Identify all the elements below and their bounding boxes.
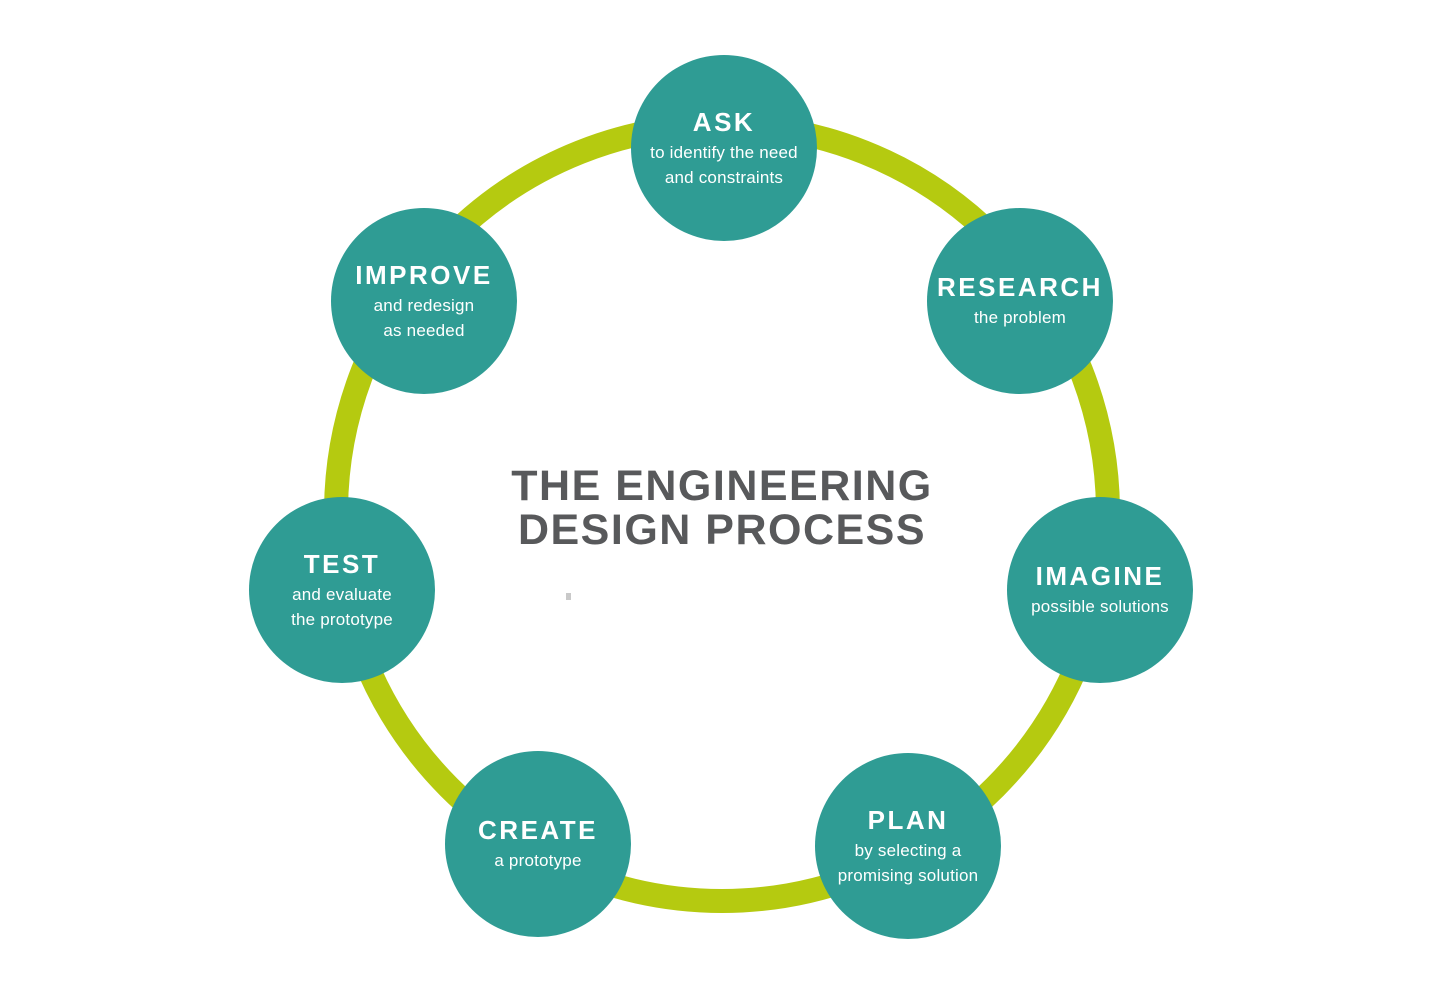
step-desc-line: to identify the need	[650, 142, 798, 162]
step-circle-imagine: IMAGINE possible solutions	[1007, 497, 1193, 683]
step-desc-line: and evaluate	[292, 584, 392, 604]
step-circle-test: TEST and evaluate the prototype	[249, 497, 435, 683]
step-desc-line: as needed	[383, 320, 465, 340]
diagram-title: THE ENGINEERING DESIGN PROCESS	[422, 464, 1022, 552]
step-circle-create: CREATE a prototype	[445, 751, 631, 937]
step-desc-line: possible solutions	[1031, 597, 1169, 616]
step-label: CREATE	[478, 815, 598, 845]
step-label: IMAGINE	[1035, 561, 1165, 591]
step-label: RESEARCH	[937, 272, 1103, 302]
step-circle-improve: IMPROVE and redesign as needed	[331, 208, 517, 394]
step-desc-line: and redesign	[373, 295, 475, 315]
step-desc-line: the problem	[974, 308, 1066, 327]
step-circle-research: RESEARCH the problem	[927, 208, 1113, 394]
step-circle-ask: ASK to identify the need and constraints	[631, 55, 817, 241]
step-label: PLAN	[867, 804, 949, 835]
step-desc-line: promising solution	[837, 865, 979, 885]
diagram-title-line2: DESIGN PROCESS	[517, 506, 927, 554]
step-circle-plan: PLAN by selecting a promising solution	[815, 753, 1001, 939]
step-label: TEST	[303, 548, 381, 579]
step-desc-line: the prototype	[291, 609, 393, 629]
diagram-title-line1: THE ENGINEERING	[511, 462, 933, 510]
step-desc-line: and constraints	[664, 167, 784, 187]
step-label: ASK	[692, 106, 756, 137]
step-desc-line: a prototype	[494, 851, 582, 870]
step-label: IMPROVE	[355, 259, 493, 290]
stray-dot-artifact	[566, 593, 571, 600]
step-desc-line: by selecting a	[854, 840, 962, 860]
